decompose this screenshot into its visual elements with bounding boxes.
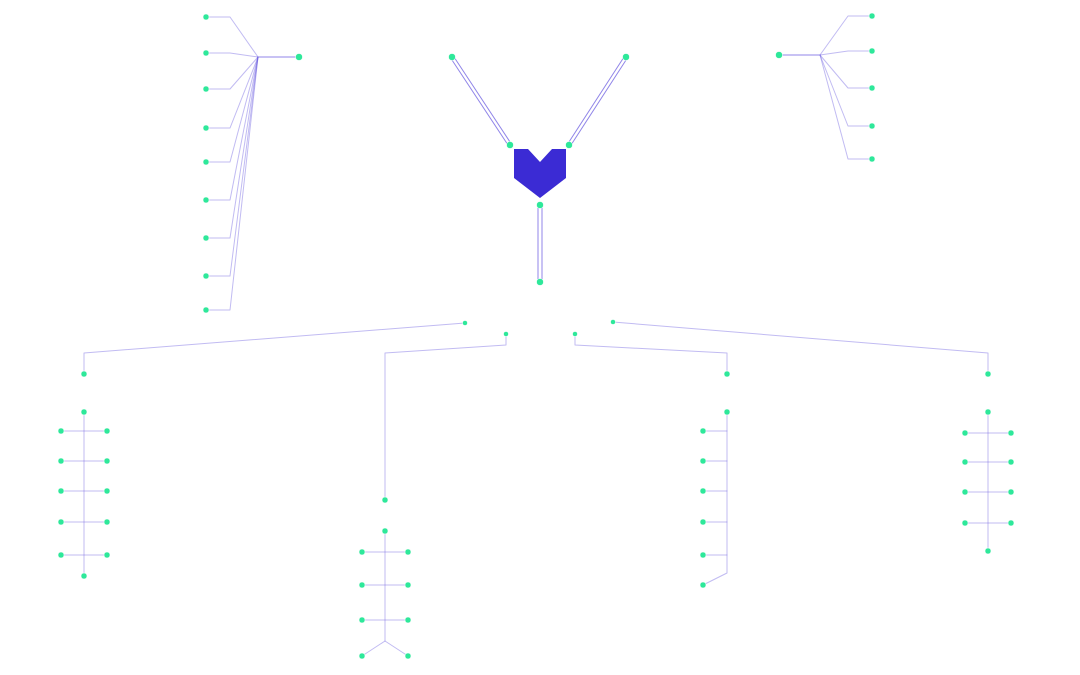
hub-node-top-left: [448, 53, 456, 61]
comb-right-node: [699, 518, 707, 526]
ladder-center-node: [404, 616, 412, 624]
fan-edge-top-right: [819, 15, 873, 56]
ladder-left-node: [103, 551, 111, 559]
branch-node-4: [984, 370, 992, 378]
comb-right-node: [699, 457, 707, 465]
ladder-left-node: [103, 518, 111, 526]
ladder-center-node: [404, 581, 412, 589]
fan-edge-top-left: [205, 56, 259, 277]
hub-link-left: [449, 56, 509, 146]
branch-node-1: [80, 370, 88, 378]
leaf-node-top-right: [868, 47, 876, 55]
ladder-left-node: [57, 427, 65, 435]
fan-edge-top-left: [205, 52, 259, 58]
leaf-node-top-left: [202, 272, 210, 280]
leaf-node-top-left: [202, 124, 210, 132]
ladder-right-node: [1007, 488, 1015, 496]
fan-edge-top-left: [205, 16, 259, 58]
fan-root-top-left: [295, 53, 303, 61]
hub-port-bottom: [536, 201, 544, 209]
leaf-node-top-left: [202, 49, 210, 57]
ladder-center-node: [358, 581, 366, 589]
ladder-right-node: [961, 458, 969, 466]
ladder-center-top: [381, 527, 389, 535]
comb-right-node: [699, 487, 707, 495]
leaf-node-top-left: [202, 158, 210, 166]
leaf-node-top-left: [202, 13, 210, 21]
fan-edge-top-right: [819, 54, 873, 127]
ladder-center-node: [404, 652, 412, 660]
hub-port-left: [506, 141, 514, 149]
fan-edge-top-right: [819, 50, 873, 56]
hub-node-top-right: [622, 53, 630, 61]
branch-origin-2: [503, 331, 509, 337]
edges-layer: [60, 15, 1012, 657]
comb-right-top: [723, 408, 731, 416]
ladder-left-node: [57, 518, 65, 526]
fan-edge-top-left: [205, 56, 259, 129]
branch-node-2: [381, 496, 389, 504]
branch-edge-4: [612, 321, 989, 375]
leaf-node-top-right: [868, 155, 876, 163]
fan-edge-top-left: [205, 56, 259, 201]
fan-root-top-right: [775, 51, 783, 59]
ladder-right-node: [961, 429, 969, 437]
hub-group: [514, 149, 566, 198]
hub-node-bottom: [536, 278, 544, 286]
nodes-layer: [57, 12, 1015, 660]
branch-edge-1: [83, 322, 466, 375]
ladder-right-node: [1007, 429, 1015, 437]
branch-node-3: [723, 370, 731, 378]
branch-origin-4: [610, 319, 616, 325]
ladder-left-node: [103, 457, 111, 465]
comb-right-node: [699, 427, 707, 435]
leaf-node-top-left: [202, 85, 210, 93]
ladder-left-node: [57, 457, 65, 465]
ladder-center-node: [358, 652, 366, 660]
branch-origin-1: [462, 320, 468, 326]
hub-port-right: [565, 141, 573, 149]
branch-edge-2: [384, 333, 507, 501]
ladder-right-node: [961, 488, 969, 496]
ladder-right-top: [984, 408, 992, 416]
ladder-left-node: [57, 551, 65, 559]
branch-origin-3: [572, 331, 578, 337]
fan-edge-top-left: [205, 56, 259, 311]
fan-edge-top-right: [819, 54, 873, 89]
fan-edge-top-right: [819, 54, 873, 160]
ladder-center-node: [358, 616, 366, 624]
leaf-node-top-right: [868, 122, 876, 130]
comb-right-spine: [702, 411, 728, 586]
hub-link-left: [453, 56, 513, 146]
branch-edge-3: [574, 333, 728, 375]
ladder-left-node: [103, 427, 111, 435]
ladder-right-node: [1007, 458, 1015, 466]
leaf-node-top-right: [868, 84, 876, 92]
leaf-node-top-left: [202, 306, 210, 314]
ladder-left-top: [80, 408, 88, 416]
leaf-node-top-right: [868, 12, 876, 20]
fan-edge-top-left: [205, 56, 259, 90]
comb-right-node: [699, 551, 707, 559]
fan-edge-top-left: [205, 56, 259, 163]
leaf-node-top-left: [202, 234, 210, 242]
hub-link-right: [566, 56, 625, 146]
ladder-right-bottom: [984, 547, 992, 555]
ladder-left-node: [103, 487, 111, 495]
ladder-center-node: [358, 548, 366, 556]
ladder-right-node: [961, 519, 969, 527]
ladder-left-node: [57, 487, 65, 495]
comb-right-node: [699, 581, 707, 589]
ladder-left-bottom: [80, 572, 88, 580]
fan-edge-top-left: [205, 56, 259, 239]
hub-link-right: [570, 56, 629, 146]
ladder-center-split: [361, 640, 409, 657]
leaf-node-top-left: [202, 196, 210, 204]
ladder-right-node: [1007, 519, 1015, 527]
heart-hub-icon: [514, 149, 566, 198]
ladder-center-node: [404, 548, 412, 556]
